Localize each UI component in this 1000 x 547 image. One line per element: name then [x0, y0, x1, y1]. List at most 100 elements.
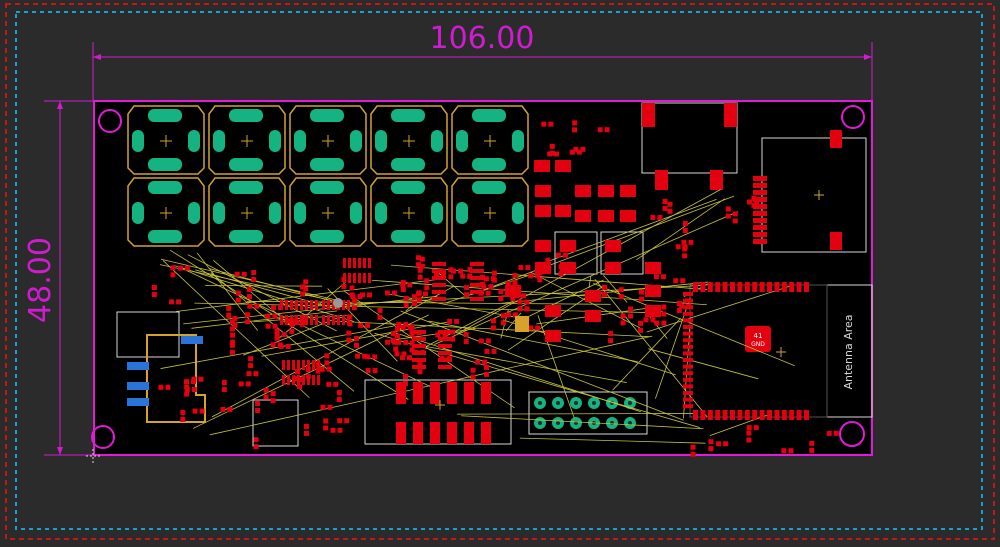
smd-pad — [753, 218, 767, 223]
usb-connector[interactable] — [641, 102, 738, 190]
smd-pad — [715, 282, 721, 292]
ratsnest-line — [519, 437, 706, 444]
smd-pad — [484, 348, 490, 354]
battery-cell — [451, 105, 529, 175]
battery-pad — [148, 230, 182, 243]
smd-pad — [450, 329, 456, 335]
smd-pad — [183, 379, 189, 385]
smd-pad — [300, 284, 306, 290]
smd-pad — [510, 296, 516, 302]
smd-pad — [191, 387, 197, 393]
smd-pad — [409, 324, 415, 330]
smd-pad — [169, 299, 175, 305]
battery-pad — [148, 109, 182, 122]
battery-outline — [451, 177, 529, 247]
smd-pad — [245, 381, 251, 387]
smd-pad — [512, 273, 518, 279]
battery-pad — [391, 181, 425, 194]
header-pin-hole — [628, 401, 632, 405]
battery-holder-array[interactable] — [127, 105, 529, 247]
smd-pad — [752, 282, 758, 292]
smd-pad — [781, 282, 787, 292]
smd-pad — [517, 306, 523, 312]
smd-pad — [354, 335, 360, 341]
smd-pad — [336, 397, 342, 403]
smd-pad — [481, 422, 491, 444]
ratsnest-line — [185, 269, 433, 388]
smd-pad — [333, 381, 339, 387]
battery-pad — [456, 202, 468, 224]
battery-cell — [208, 177, 286, 247]
smd-pad — [303, 279, 309, 285]
smd-pad — [396, 322, 402, 328]
smd-pad — [247, 303, 253, 309]
battery-pad — [294, 202, 306, 224]
battery-pad — [132, 130, 144, 152]
smd-pad — [280, 315, 283, 325]
battery-pad — [188, 130, 200, 152]
smd-pad — [274, 328, 280, 334]
smd-pad — [753, 211, 767, 216]
height-dimension-label: 48.00 — [23, 237, 58, 323]
smd-pad — [190, 379, 196, 385]
smd-pad — [683, 404, 693, 409]
smd-pad — [400, 287, 406, 293]
smd-pad — [253, 437, 259, 443]
smd-pad — [177, 265, 183, 271]
smd-pad — [576, 149, 582, 155]
smd-pad — [759, 410, 765, 420]
ratsnest-line — [470, 195, 735, 296]
smd-pad — [342, 300, 345, 310]
smd-pad — [470, 367, 476, 373]
smd-pad — [390, 331, 396, 337]
smd-pad — [541, 121, 547, 127]
battery-pad — [512, 202, 524, 224]
smd-pad — [470, 276, 484, 280]
smd-pad — [627, 313, 633, 319]
smd-pads[interactable] — [151, 120, 842, 457]
wifi-module[interactable]: 41 GND — [689, 284, 828, 418]
battery-pad — [213, 130, 225, 152]
smd-pad — [573, 146, 579, 152]
smd-pad — [300, 291, 306, 297]
smd-pad — [438, 358, 452, 362]
smd-pad — [424, 285, 430, 291]
pin-header-2x6[interactable] — [528, 391, 648, 435]
smd-pad — [245, 319, 251, 325]
smd-pad — [282, 375, 285, 385]
smd-pad — [774, 410, 780, 420]
battery-pad — [310, 109, 344, 122]
smd-pad — [505, 281, 511, 287]
smd-pad — [372, 354, 378, 360]
smd-pad — [241, 271, 247, 277]
ratsnest-line — [160, 325, 394, 369]
smd-pad — [326, 366, 332, 372]
smd-pad — [686, 303, 692, 309]
smd-pad — [555, 160, 571, 172]
battery-pad — [391, 109, 425, 122]
smd-pad — [317, 375, 320, 385]
smd-pad — [708, 446, 714, 452]
module-chip-sub: GND — [751, 341, 765, 348]
smd-pad — [680, 278, 686, 284]
smd-pad — [184, 265, 190, 271]
smd-pad — [438, 351, 452, 355]
smd-pad — [448, 267, 454, 273]
smd-pad — [330, 427, 336, 433]
test-point — [333, 298, 343, 308]
smd-pad — [650, 317, 656, 323]
smd-pad — [407, 355, 413, 361]
smd-pad — [498, 289, 504, 295]
smd-pad — [432, 283, 446, 287]
smd-pad — [809, 440, 815, 446]
smd-pad — [343, 273, 346, 283]
smd-pad — [396, 382, 406, 404]
smd-pad — [351, 305, 357, 311]
power-connector[interactable] — [116, 311, 206, 423]
smd-pad — [337, 418, 343, 424]
smd-pad — [413, 422, 423, 444]
smd-pad — [341, 283, 347, 289]
smd-pad — [548, 121, 554, 127]
smd-pad — [255, 400, 261, 406]
